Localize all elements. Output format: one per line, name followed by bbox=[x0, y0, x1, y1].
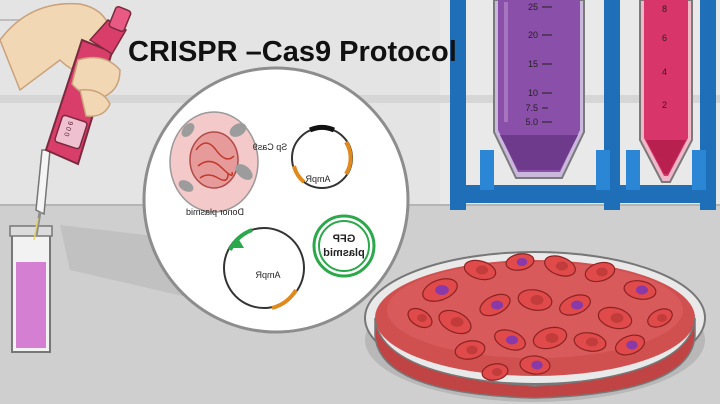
inset-cas9-label: Sp Cas9 bbox=[253, 142, 288, 152]
inset-ampr-label-2: AmpR bbox=[255, 270, 281, 280]
cell-nucleus bbox=[626, 340, 638, 350]
slide-title: CRISPR –Cas9 Protocol bbox=[128, 36, 457, 68]
cell-nucleus bbox=[492, 368, 502, 376]
cell-nucleus bbox=[475, 265, 489, 275]
scale-8: 8 bbox=[662, 4, 667, 14]
pipette-hand bbox=[0, 2, 132, 241]
falcon-tube-purple bbox=[493, 0, 585, 179]
cell-layer bbox=[407, 253, 673, 381]
scale-15: 15 bbox=[528, 59, 538, 69]
scale-10: 10 bbox=[528, 88, 538, 98]
cell-nucleus bbox=[657, 314, 667, 322]
gfp-label-line2: plasmid bbox=[323, 247, 365, 259]
cell-nucleus bbox=[505, 335, 519, 345]
scale-5-0: 5.0 bbox=[525, 117, 538, 127]
pipette-counter: 0 0 6 bbox=[64, 121, 76, 138]
cell-nucleus bbox=[466, 345, 478, 355]
cell-nucleus bbox=[610, 313, 624, 323]
gfp-label-line1: GFP bbox=[333, 233, 356, 245]
cell-nucleus bbox=[516, 258, 528, 266]
inset-ampr-label-1: AmpR bbox=[305, 174, 331, 184]
cell-nucleus bbox=[530, 295, 544, 305]
scale-6: 6 bbox=[662, 33, 667, 43]
cell-nucleus bbox=[450, 317, 464, 327]
tube-rack bbox=[450, 0, 716, 210]
inset-donor-label: Donor plasmid bbox=[186, 207, 244, 217]
cell-nucleus bbox=[545, 333, 559, 343]
cell-nucleus bbox=[417, 314, 427, 322]
falcon-tube-pink bbox=[639, 0, 693, 183]
right-tube-scale: 8 6 4 2 bbox=[662, 4, 667, 110]
scale-2: 2 bbox=[662, 100, 667, 110]
cell-nucleus bbox=[531, 360, 543, 370]
scale-7-5: 7.5 bbox=[525, 103, 538, 113]
scale-20: 20 bbox=[528, 30, 538, 40]
left-tube-scale: 25 20 15 10 7.5 5.0 bbox=[525, 2, 552, 127]
cell-nucleus bbox=[490, 300, 504, 310]
cell-nucleus bbox=[435, 285, 449, 295]
scale-25: 25 bbox=[528, 2, 538, 12]
cell-nucleus bbox=[635, 285, 649, 295]
magnified-inset bbox=[142, 66, 410, 334]
cuvette bbox=[9, 225, 53, 353]
cell-nucleus bbox=[570, 300, 584, 310]
cell-nucleus bbox=[555, 261, 569, 271]
scale-4: 4 bbox=[662, 67, 667, 77]
cell-nucleus bbox=[596, 267, 608, 277]
cell-nucleus bbox=[585, 337, 599, 347]
